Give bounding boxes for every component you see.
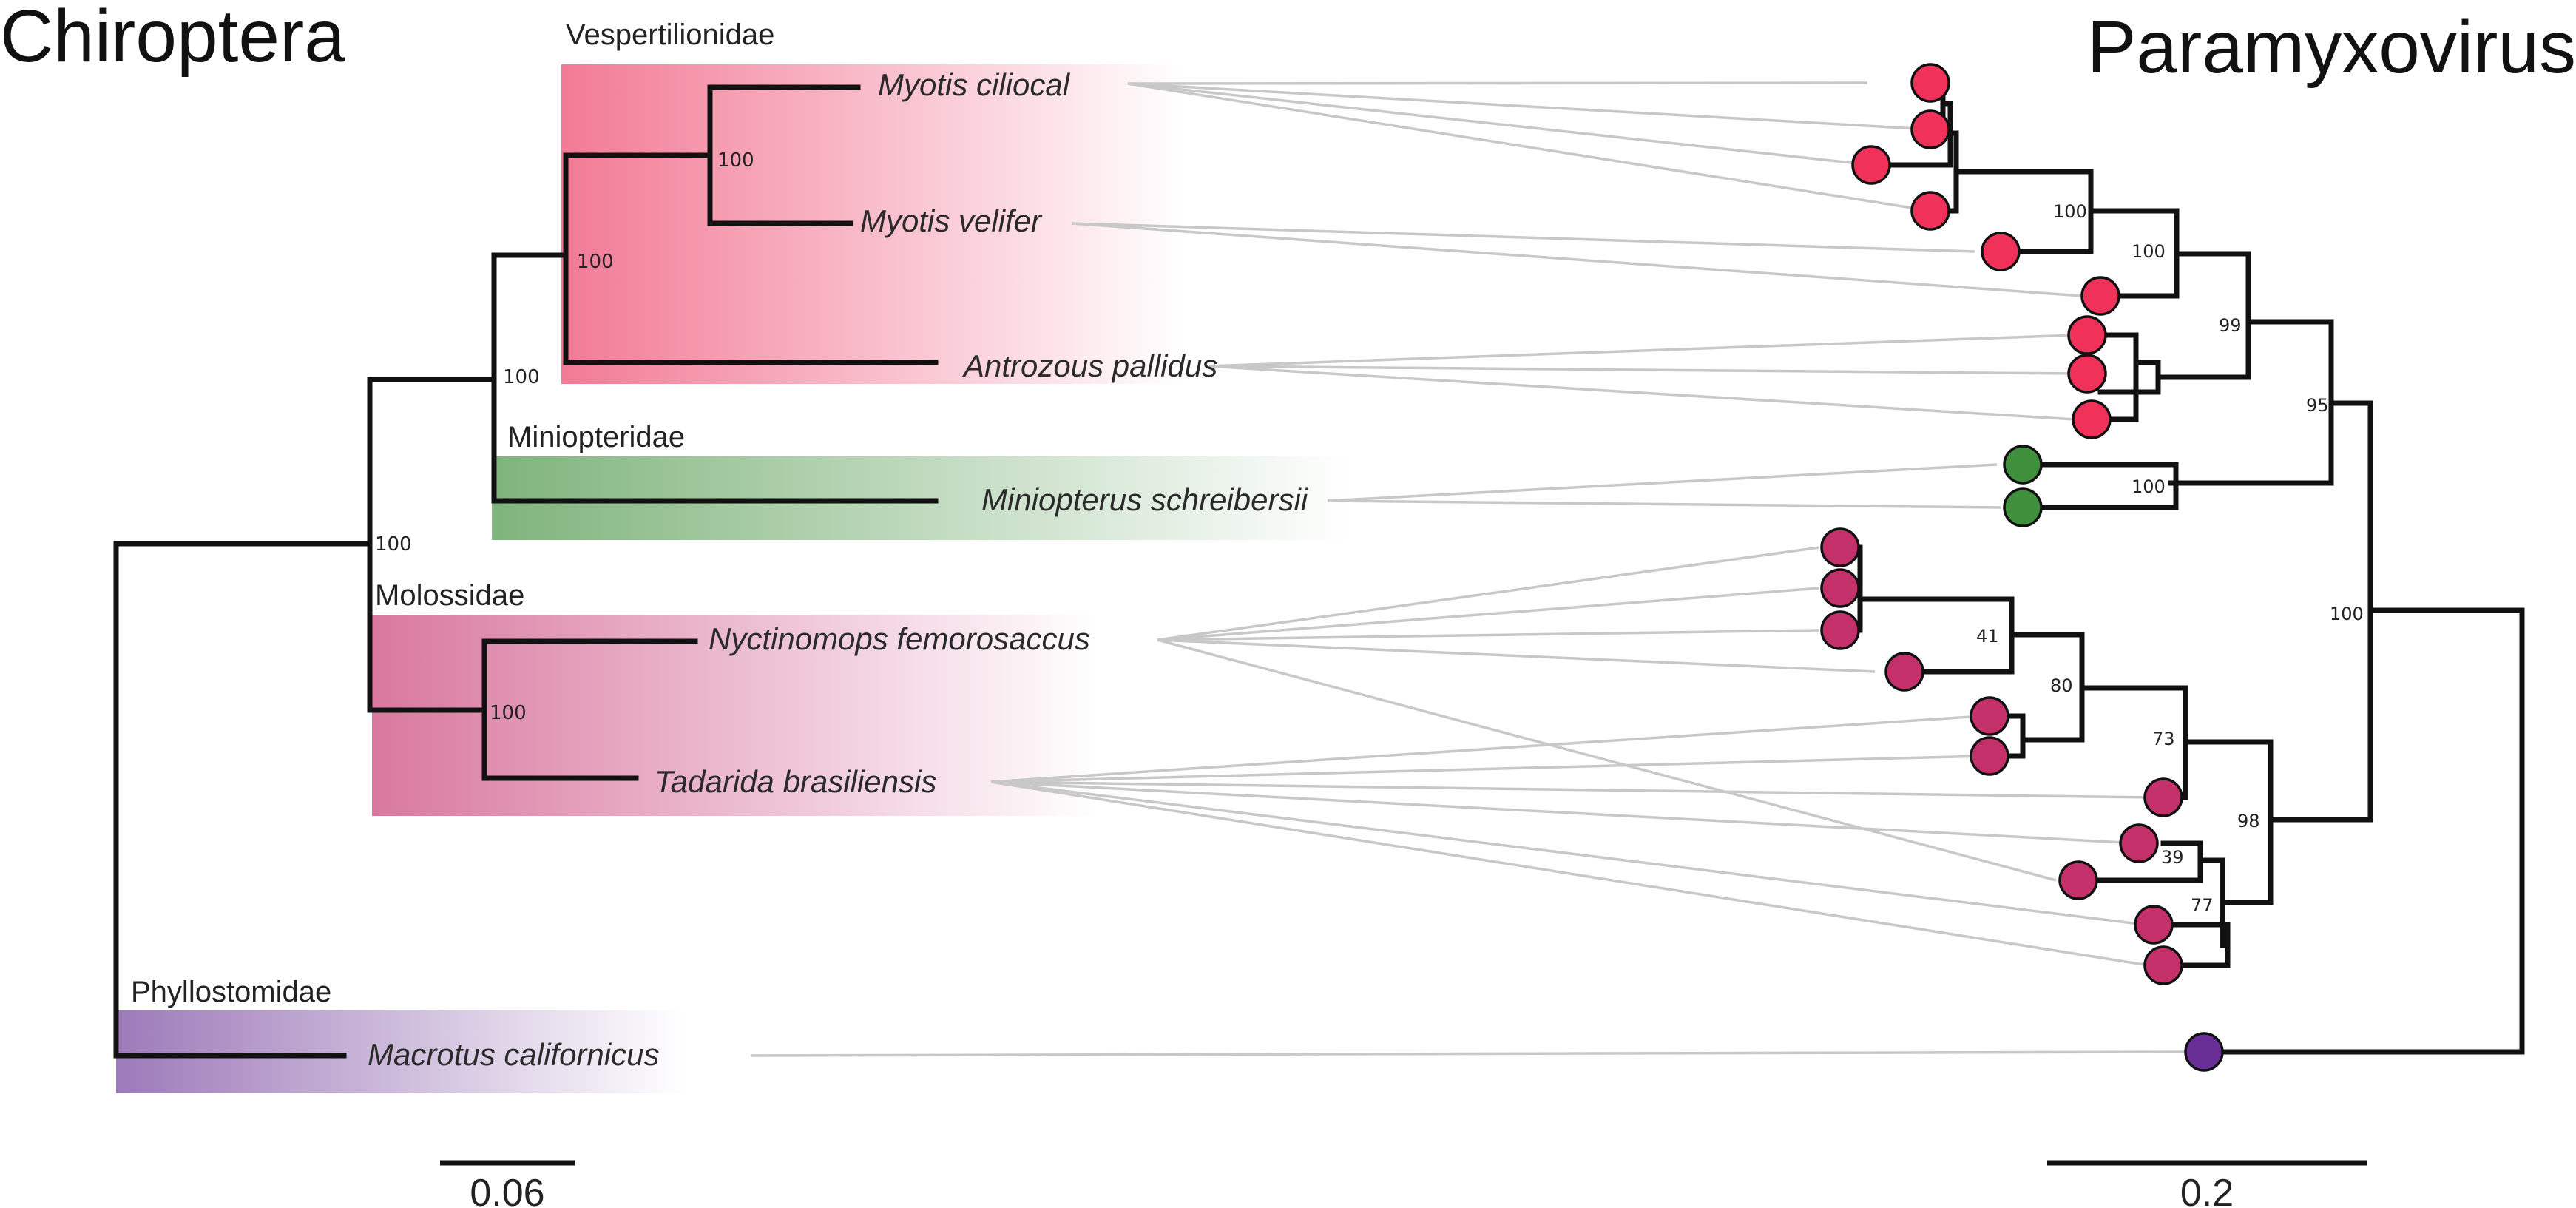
link-line [1072,222,2083,297]
link-line [1208,365,2075,421]
virus-branch [2183,739,2274,905]
host-scale-label: 0.06 [470,1172,544,1208]
support-value: 100 [2330,604,2364,624]
support-value: 100 [2132,476,2166,497]
support-value: 39 [2161,847,2184,868]
tip-vespertilionidae [1851,145,1891,185]
tip-vespertilionidae [2080,276,2120,316]
support-value: 100 [375,533,412,556]
host-branch [367,377,487,713]
tip-molossidae [2134,905,2174,945]
support-value: 73 [2152,729,2175,749]
tip-molossidae [1820,610,1860,650]
tip-molossidae [2143,945,2183,985]
virus-tree-title: Paramyxovirus [2087,6,2576,89]
tip-miniopteridae [2003,487,2043,527]
link-line [990,755,1983,783]
support-value: 95 [2306,395,2329,416]
tip-molossidae [1970,736,2009,776]
link-line [990,780,2153,799]
taxon-label: Miniopterus schreibersii [981,482,1309,517]
virus-branch [2000,713,2026,759]
support-value: 100 [577,251,614,273]
host-branch [563,152,939,365]
link-line [1127,82,1931,131]
link-line [1157,546,1820,641]
tip-vespertilionidae [2067,315,2107,355]
tip-vespertilionidae [1910,109,1950,149]
family-label-phyllostomidae: Phyllostomidae [131,976,331,1008]
taxon-label: Macrotus californicus [368,1037,659,1072]
family-label-vespertilionidae: Vespertilionidae [566,18,774,51]
taxon-label: Myotis velifer [860,203,1043,238]
link-line [1157,638,2057,882]
link-line [1327,463,1998,502]
link-line [1208,365,2075,375]
phyllostomidae-band [116,1010,686,1093]
support-value: 100 [490,702,527,724]
support-value: 100 [2053,201,2087,222]
taxon-label: Myotis ciliocal [878,67,1071,102]
link-line [1127,82,1931,212]
support-value: 77 [2191,895,2214,916]
tip-vespertilionidae [1981,232,2021,271]
tip-miniopteridae [2003,445,2043,485]
link-line [1127,81,1868,85]
support-value: 100 [2132,241,2166,262]
link-line [990,780,2138,845]
link-line [990,780,2146,926]
link-line [990,780,2149,967]
support-value: 41 [1976,626,1999,647]
link-line [750,1050,2186,1057]
virus-branch [2201,607,2525,1055]
link-line [1157,587,1820,641]
link-line [1157,629,1820,641]
virus-tree [1837,80,2525,1055]
support-value: 100 [717,149,754,172]
tip-molossidae [2058,860,2098,900]
taxon-label: Tadarida brasiliensis [655,764,936,799]
host-branch [113,541,373,1059]
host-tree [113,84,939,1059]
taxon-label: Antrozous pallidus [961,348,1217,383]
support-value: 100 [503,366,540,388]
support-value: 80 [2050,675,2073,696]
link-line [1127,82,1872,166]
tip-vespertilionidae [2067,354,2107,394]
molossidae-band [372,615,1097,816]
tip-molossidae [2143,777,2183,817]
virus-branch [2097,360,2161,395]
support-value: 99 [2219,315,2242,336]
link-line [1208,334,2075,368]
tip-molossidae [2119,823,2159,863]
virus-branch [2097,332,2139,422]
tip-vespertilionidae [1910,63,1950,103]
taxon-label: Nyctinomops femorosaccus [709,621,1090,656]
tip-vespertilionidae [1910,191,1950,231]
host-tree-title: Chiroptera [0,0,345,78]
tip-molossidae [1820,568,1860,608]
virus-branch [2155,251,2251,380]
link-line [1157,638,1876,673]
tip-molossidae [1884,652,1924,692]
link-line [1072,222,1975,253]
support-value: 98 [2237,811,2260,831]
virus-scale-label: 0.2 [2180,1172,2234,1208]
link-line [1327,499,2001,509]
family-label-molossidae: Molossidae [375,579,524,612]
link-line [990,715,1983,783]
virus-branch [2020,462,2179,510]
tip-vespertilionidae [2072,399,2112,439]
family-label-miniopteridae: Miniopteridae [507,421,685,453]
tip-molossidae [1970,696,2009,736]
virus-tips [1820,63,2224,1072]
tip-molossidae [1820,527,1860,567]
tip-phyllostomidae [2184,1032,2224,1072]
association-links [750,81,2186,1057]
